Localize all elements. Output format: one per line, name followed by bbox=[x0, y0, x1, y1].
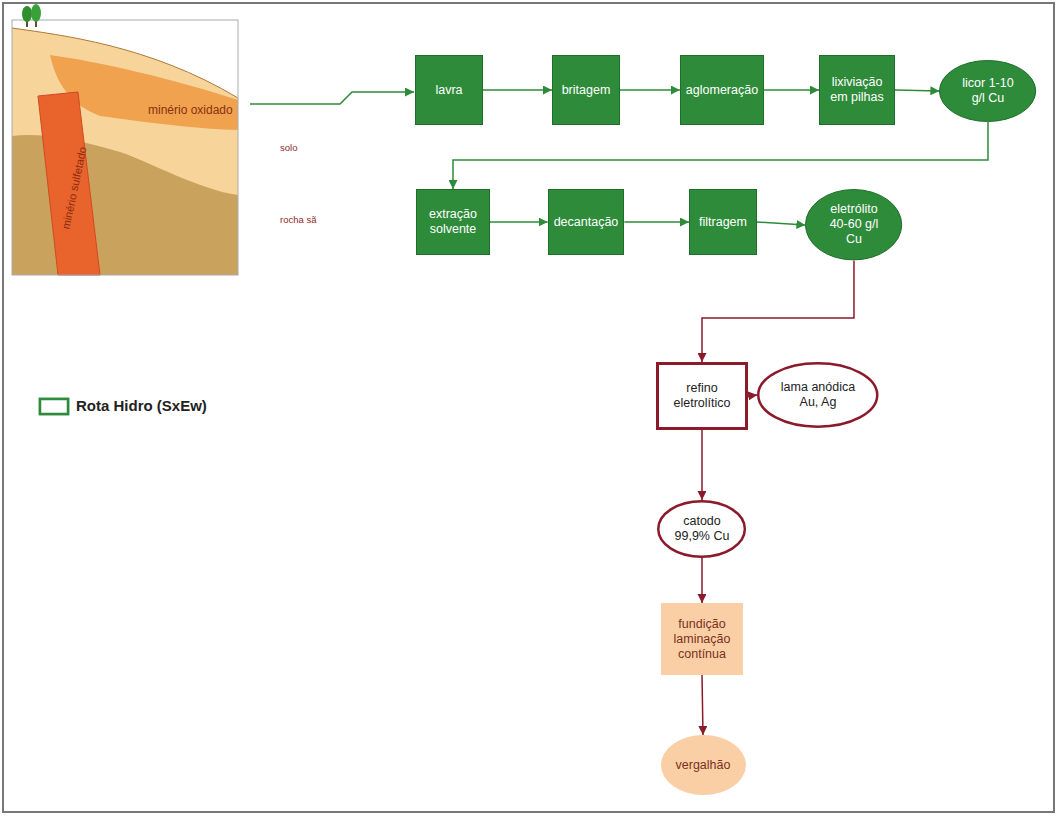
flow-arrow bbox=[624, 221, 689, 223]
region-label: minério oxidado bbox=[148, 103, 233, 117]
ground-surface bbox=[12, 28, 238, 98]
flow-arrow bbox=[702, 261, 854, 362]
flow-arrow bbox=[701, 430, 703, 500]
ore-feed-line bbox=[250, 92, 414, 104]
node-label: fundição laminação contínua bbox=[667, 617, 737, 662]
legend-swatch bbox=[40, 399, 68, 414]
process-box: lavra bbox=[415, 55, 483, 125]
process-box: aglomeração bbox=[680, 55, 764, 125]
flow-arrow bbox=[748, 395, 757, 396]
region-label: solo bbox=[280, 142, 297, 153]
frame bbox=[3, 3, 1054, 812]
flow-arrow bbox=[490, 221, 548, 223]
product-ellipse: licor 1-10 g/l Cu bbox=[939, 60, 1036, 122]
node-label: lixiviação em pilhas bbox=[825, 75, 889, 105]
product-ellipse: catodo 99,9% Cu bbox=[657, 500, 746, 558]
node-label: vergalhão bbox=[676, 758, 731, 773]
node-label: extração solvente bbox=[422, 207, 484, 237]
section-border bbox=[12, 20, 238, 275]
process-box: lixiviação em pilhas bbox=[819, 55, 895, 125]
flow-arrow bbox=[895, 90, 939, 91]
flow-arrow bbox=[757, 222, 805, 225]
node-label: refino eletrolítico bbox=[662, 381, 742, 411]
node-label: aglomeração bbox=[686, 83, 758, 98]
sky bbox=[12, 20, 238, 98]
process-box: filtragem bbox=[689, 189, 757, 255]
process-box: decantação bbox=[548, 189, 625, 255]
node-label: britagem bbox=[562, 83, 611, 98]
node-label: catodo 99,9% Cu bbox=[673, 514, 731, 544]
flow-arrow bbox=[701, 675, 703, 735]
flow-arrow bbox=[764, 89, 819, 91]
node-label: lavra bbox=[435, 83, 462, 98]
flow-arrow bbox=[701, 558, 703, 603]
flow-arrow bbox=[483, 89, 552, 91]
flow-arrow bbox=[453, 122, 988, 189]
flow-arrow bbox=[620, 89, 680, 91]
process-box: britagem bbox=[552, 55, 620, 125]
process-box: fundição laminação contínua bbox=[661, 603, 743, 675]
node-label: eletrólito 40-60 g/l Cu bbox=[822, 202, 886, 247]
node-label: filtragem bbox=[699, 215, 747, 230]
bedrock bbox=[12, 20, 238, 275]
legend-swatch bbox=[40, 399, 68, 414]
process-box: extração solvente bbox=[416, 189, 490, 255]
product-ellipse: vergalhão bbox=[661, 735, 746, 795]
geology-section bbox=[12, 20, 238, 275]
legend-text: Rota Hidro (SxEw) bbox=[76, 397, 207, 414]
process-box: refino eletrolítico bbox=[656, 362, 748, 430]
tree-icon bbox=[22, 4, 41, 27]
product-ellipse: eletrólito 40-60 g/l Cu bbox=[805, 189, 902, 260]
sulfide-ore bbox=[38, 92, 100, 275]
node-label: licor 1-10 g/l Cu bbox=[956, 76, 1020, 106]
product-ellipse: lama anódica Au, Ag bbox=[757, 362, 879, 428]
node-label: lama anódica Au, Ag bbox=[777, 380, 859, 410]
region-label: rocha sã bbox=[280, 214, 316, 225]
node-label: decantação bbox=[554, 215, 619, 230]
